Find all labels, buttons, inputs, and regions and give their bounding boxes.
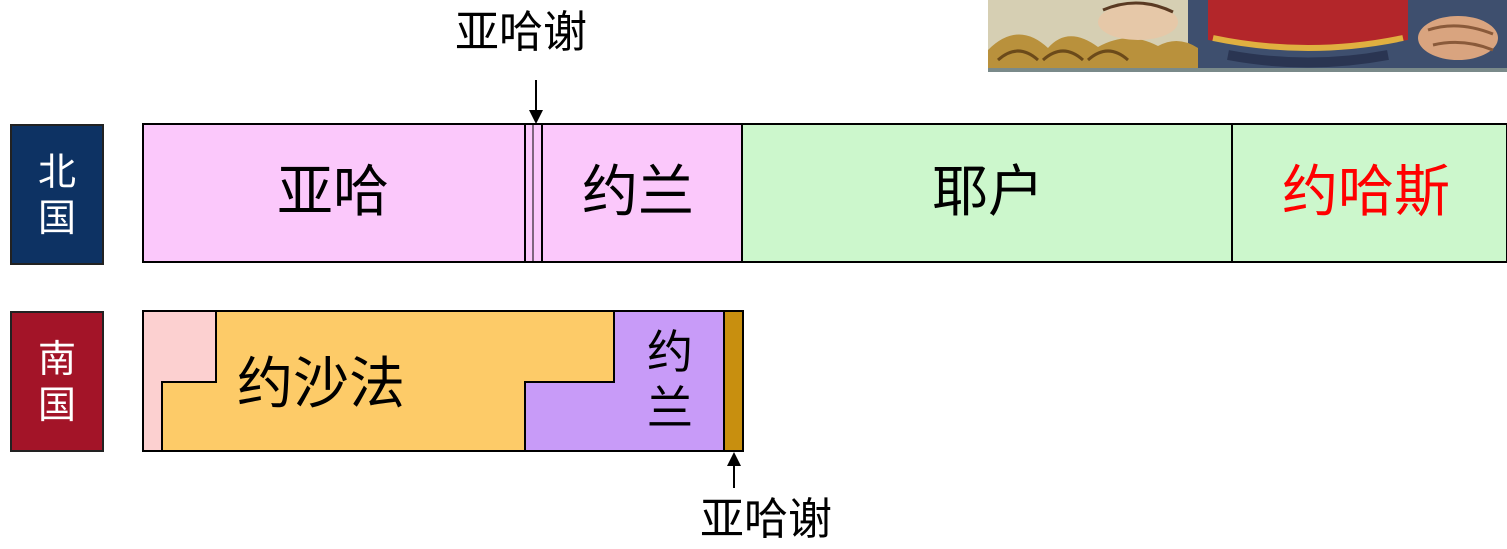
south-reign-jehoram-char-2: 兰 <box>647 381 693 435</box>
north-reign-joram-label: 约兰 <box>582 160 694 225</box>
north-reign-joram <box>541 123 743 263</box>
south-timeline-bar: 约沙法 约 兰 <box>142 310 744 452</box>
king-painting-fragment <box>988 0 1507 72</box>
north-reign-jehu-label: 耶户 <box>932 160 1044 225</box>
south-kingdom-label: 南 国 <box>10 311 104 452</box>
south-reign-jehoshaphat-label: 约沙法 <box>237 352 405 417</box>
south-reign-ahaziah <box>723 310 744 452</box>
north-reign-jehoahaz-label: 约哈斯 <box>1282 160 1450 225</box>
north-annotation-label: 亚哈谢 <box>455 7 587 58</box>
south-reign-jehoram-char-1: 约 <box>647 325 693 379</box>
south-reign-jehoram-label: 约 兰 <box>640 324 700 436</box>
king-seated-painting-icon <box>988 0 1507 72</box>
north-reign-jehoahaz <box>1231 123 1507 263</box>
north-reign-ahaziah <box>524 123 543 263</box>
south-label-char-2: 国 <box>37 382 76 427</box>
north-reign-ahab <box>142 123 526 263</box>
north-label-char-1: 北 <box>37 149 76 194</box>
south-annotation-label: 亚哈谢 <box>700 494 832 545</box>
north-reign-ahab-label: 亚哈 <box>277 160 389 225</box>
north-kingdom-label: 北 国 <box>10 124 104 265</box>
north-label-char-2: 国 <box>37 195 76 240</box>
south-annotation-arrow <box>727 452 741 488</box>
south-label-char-1: 南 <box>37 336 76 381</box>
north-timeline-bar: 亚哈 约兰 耶户 约哈斯 <box>142 123 1507 263</box>
north-annotation-arrow <box>529 80 543 124</box>
